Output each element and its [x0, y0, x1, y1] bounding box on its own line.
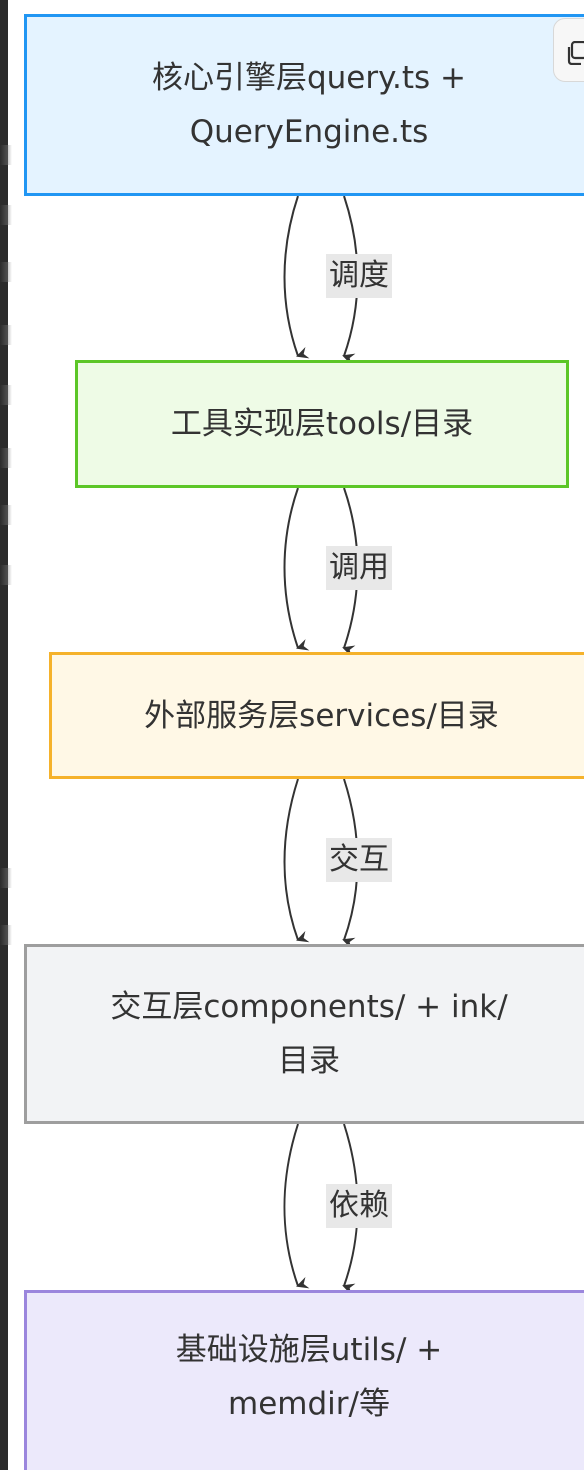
edge-path: [283, 487, 310, 651]
copy-button[interactable]: [553, 18, 584, 82]
edge-path: [283, 778, 310, 943]
node-label-line: 核心引擎层query.ts +: [151, 60, 467, 96]
edge-label-dispatch: 调度: [326, 254, 392, 298]
edge-label-depend: 依赖: [326, 1184, 392, 1228]
node-tools-layer: 工具实现层tools/目录: [75, 360, 569, 488]
node-label-line: 交互层components/ + ink/: [110, 989, 508, 1025]
node-services-layer: 外部服务层services/目录: [49, 652, 584, 779]
window-edge-strip: [0, 0, 8, 1470]
node-label-line: 目录: [278, 1043, 340, 1079]
edge-path: [283, 1123, 310, 1289]
node-infrastructure-layer: 基础设施层utils/ + memdir/等: [24, 1290, 584, 1470]
edge-label-interact: 交互: [326, 838, 392, 882]
node-label-line: memdir/等: [228, 1386, 390, 1422]
node-label-line: 外部服务层services/目录: [144, 697, 499, 734]
node-label-line: 基础设施层utils/ +: [175, 1332, 443, 1368]
copy-icon: [567, 41, 584, 65]
node-label-line: QueryEngine.ts: [189, 114, 429, 150]
node-label-line: 工具实现层tools/目录: [170, 406, 474, 442]
edge-label-invoke: 调用: [326, 546, 392, 590]
node-interaction-layer: 交互层components/ + ink/ 目录: [24, 944, 584, 1124]
edge-path: [283, 195, 310, 359]
node-core-engine-layer: 核心引擎层query.ts + QueryEngine.ts: [24, 14, 584, 196]
